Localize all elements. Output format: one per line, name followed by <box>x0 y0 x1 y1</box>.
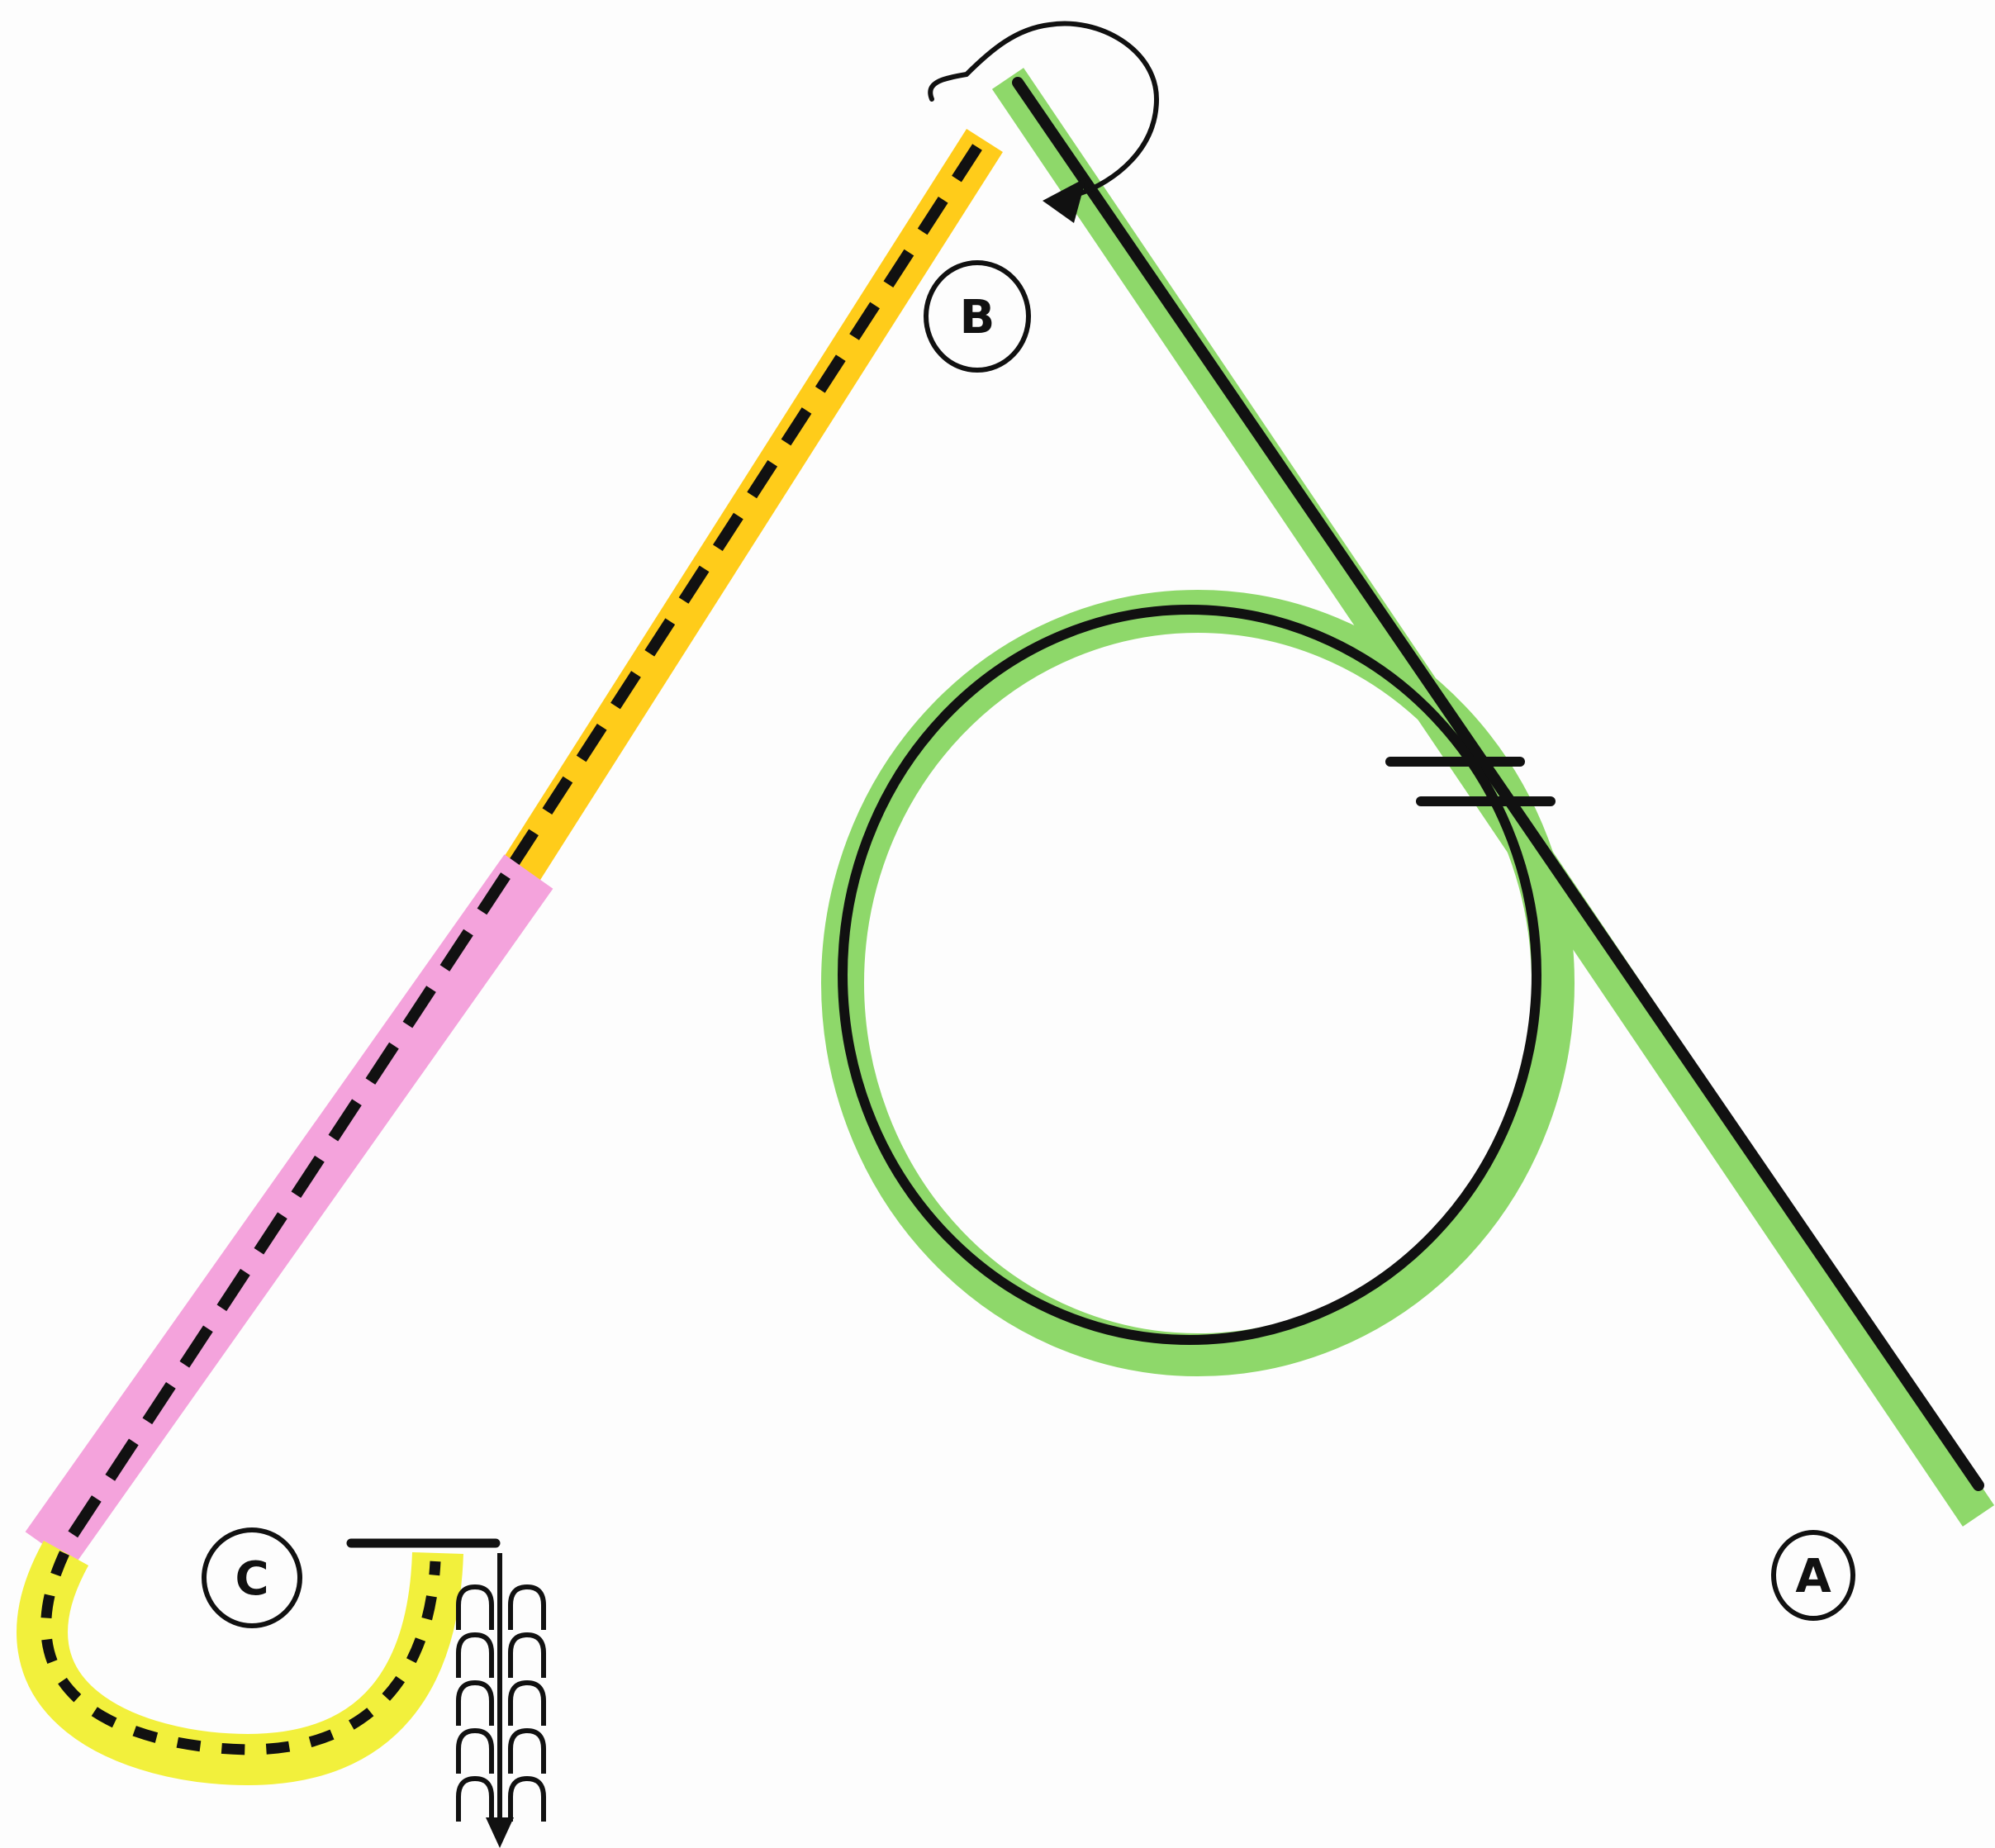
strand-middle <box>25 854 553 1566</box>
chain-stitch <box>508 1727 546 1774</box>
chain-stitch <box>508 1632 546 1678</box>
chain-stitch-column <box>456 1553 546 1848</box>
loop-line <box>838 605 1541 1345</box>
chain-stitch <box>456 1632 494 1678</box>
chain-stitch <box>456 1727 494 1774</box>
strand-a-line <box>1012 77 1984 1491</box>
label-c: C <box>202 1527 302 1628</box>
label-b-text: B <box>960 291 995 344</box>
chain-stitch <box>456 1679 494 1726</box>
chain-stitch <box>508 1775 546 1822</box>
double-bar-mark-icon <box>1385 757 1556 806</box>
chain-stitch <box>508 1584 546 1630</box>
label-a-text: A <box>1795 1550 1831 1603</box>
strand-b-line <box>501 144 982 879</box>
label-b: B <box>924 260 1031 373</box>
curved-arrow-icon <box>928 21 1160 223</box>
chain-stitch <box>456 1775 494 1822</box>
strand-c-line <box>40 1551 441 1755</box>
label-a: A <box>1771 1530 1855 1621</box>
label-c-text: C <box>235 1552 268 1606</box>
strand-b <box>490 129 1003 902</box>
chain-stitch <box>456 1584 494 1630</box>
down-arrow-icon <box>486 1817 514 1848</box>
strand-c <box>17 1538 501 1786</box>
strand-a <box>821 68 1995 1527</box>
strand-middle-highlight <box>25 854 553 1566</box>
chain-stitch <box>508 1679 546 1726</box>
